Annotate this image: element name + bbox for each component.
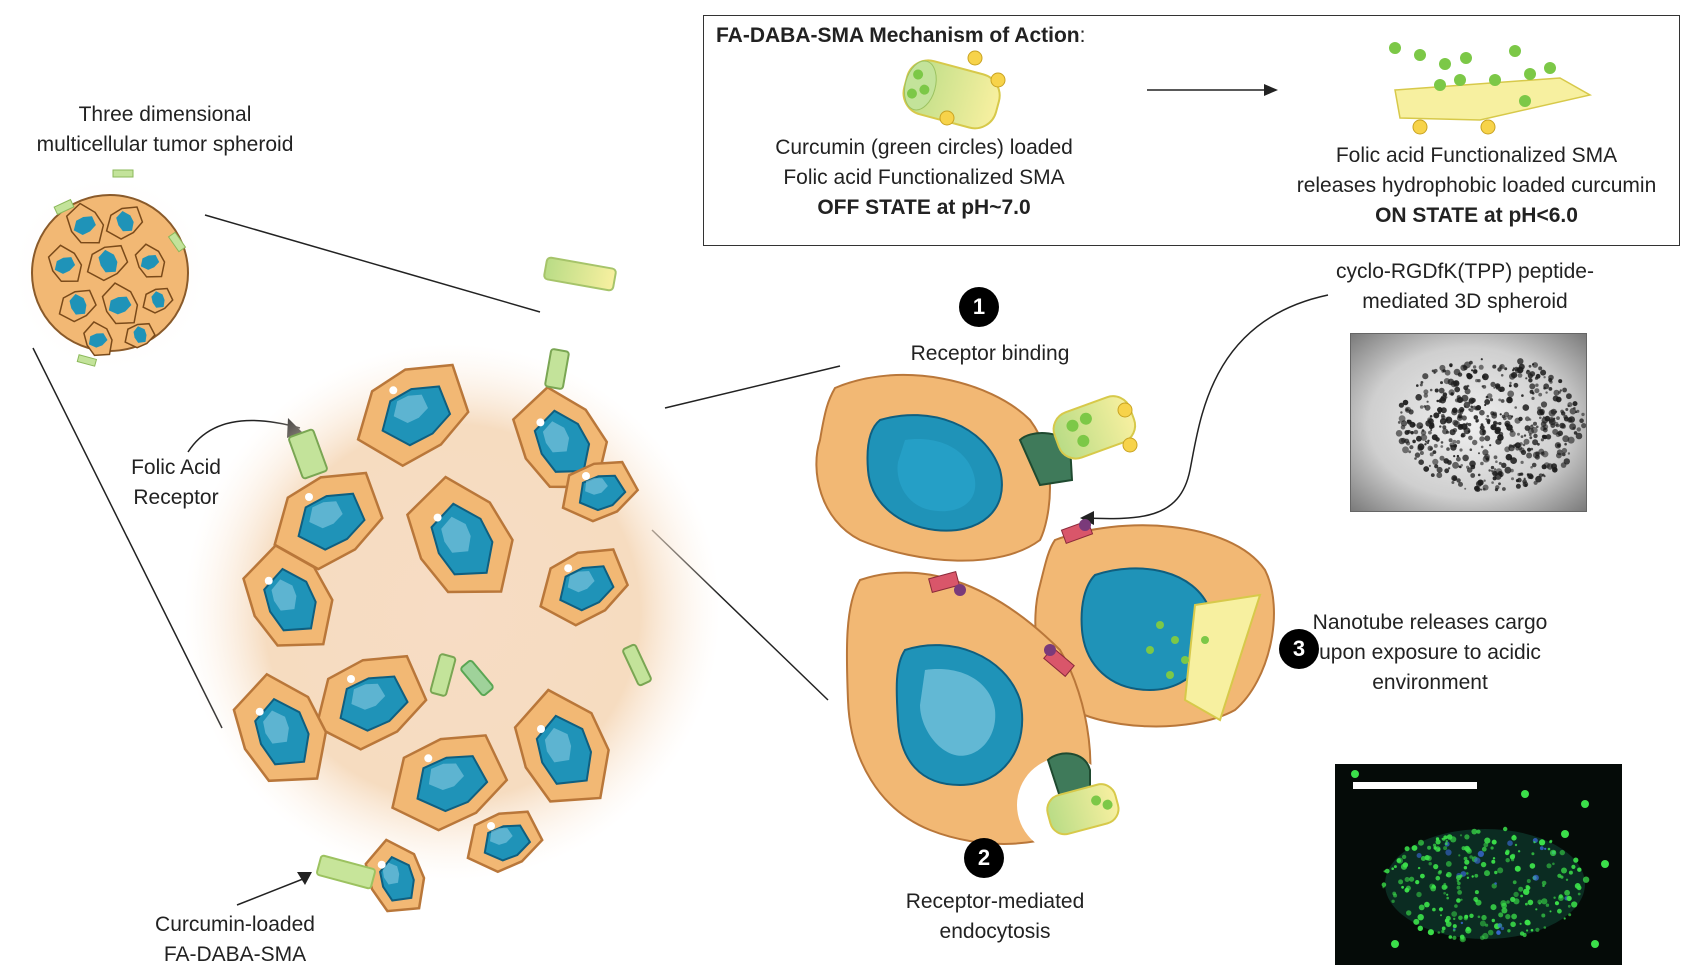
off-state-description: Curcumin (green circles) loaded Folic ac… bbox=[775, 136, 1073, 219]
spheroid-cell bbox=[561, 460, 640, 523]
step-1-badge: 1 bbox=[959, 287, 999, 327]
mechanism-title: FA-DABA-SMA Mechanism of Action: bbox=[716, 24, 1086, 47]
step-2-badge: 2 bbox=[964, 838, 1004, 878]
folic-acid-receptor-label: Folic Acid Receptor bbox=[131, 456, 221, 509]
scale-bar bbox=[1353, 782, 1477, 789]
spheroid-cell bbox=[405, 475, 514, 594]
fluorescence-micrograph bbox=[1335, 764, 1622, 965]
nanotube-release-label: Nanotube releases cargo upon exposure to… bbox=[1312, 611, 1548, 694]
spheroid-cell bbox=[314, 654, 428, 751]
small-spheroid-cell bbox=[142, 287, 174, 314]
small-spheroid bbox=[10, 169, 210, 373]
small-spheroid-cell bbox=[134, 243, 166, 278]
rgd-spheroid-label: cyclo-RGDfK(TPP) peptide- mediated 3D sp… bbox=[1336, 260, 1594, 313]
small-spheroid-cell bbox=[58, 289, 97, 323]
spheroid-cell bbox=[466, 810, 544, 874]
mechanism-box: FA-DABA-SMA Mechanism of Action: Curcumi… bbox=[703, 15, 1680, 246]
on-state-description: Folic acid Functionalized SMA releases h… bbox=[1296, 144, 1657, 227]
spheroid-cell bbox=[242, 543, 334, 647]
released-curcumin bbox=[1146, 621, 1209, 679]
bright-field-micrograph bbox=[1350, 333, 1587, 512]
on-state-curcumin bbox=[1389, 42, 1556, 107]
small-spheroid-cell bbox=[65, 202, 105, 244]
nanotube-particles bbox=[288, 256, 652, 890]
small-spheroid-cell bbox=[101, 282, 139, 325]
spheroid-title: Three dimensional multicellular tumor sp… bbox=[36, 103, 294, 156]
step-3-badge: 3 bbox=[1279, 629, 1319, 669]
spheroid-cell bbox=[356, 363, 470, 468]
curcumin-pointer bbox=[236, 876, 309, 906]
off-state-nanotube bbox=[902, 59, 1001, 130]
small-spheroid-cell bbox=[47, 244, 83, 283]
receptor-binding-label: Receptor binding bbox=[910, 342, 1070, 365]
spheroid-cell bbox=[391, 734, 509, 832]
small-spheroid-cell bbox=[105, 206, 144, 240]
large-spheroid bbox=[184, 344, 720, 913]
spheroid-cell bbox=[273, 471, 384, 571]
spheroid-cell bbox=[513, 688, 610, 803]
spheroid-cell bbox=[511, 385, 609, 489]
small-spheroid-cell bbox=[124, 322, 156, 349]
small-spheroid-cell bbox=[83, 321, 113, 357]
spheroid-cell bbox=[539, 548, 630, 627]
spheroid-cell bbox=[232, 672, 328, 783]
curcumin-loaded-label: Curcumin-loaded FA-DABA-SMA bbox=[155, 913, 315, 966]
small-spheroid-cell bbox=[86, 244, 129, 282]
receptor-endocytosis-label: Receptor-mediated endocytosis bbox=[905, 890, 1085, 943]
cell-cluster bbox=[815, 373, 1275, 853]
